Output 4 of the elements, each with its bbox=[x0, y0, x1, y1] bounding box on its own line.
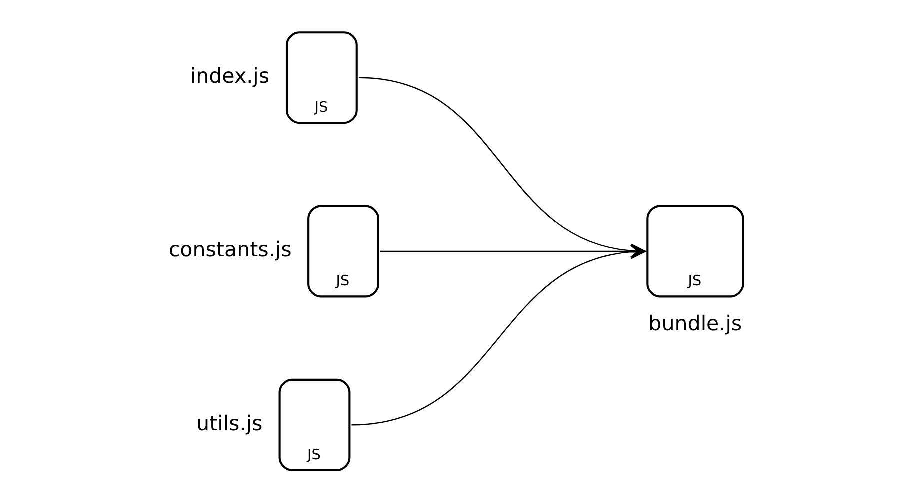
node-label: index.js bbox=[190, 63, 270, 88]
node-label: utils.js bbox=[196, 410, 262, 435]
node-label: bundle.js bbox=[648, 311, 742, 336]
node-label: constants.js bbox=[168, 237, 292, 262]
